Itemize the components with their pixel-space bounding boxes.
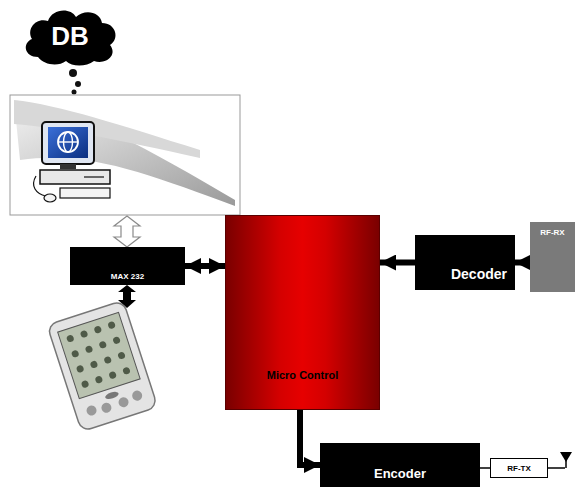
pda-button: [131, 389, 144, 402]
decoder-box: Decoder: [415, 235, 515, 290]
antenna: [548, 452, 572, 468]
antenna-head: [560, 452, 572, 462]
screen: [48, 127, 88, 158]
keyboard: [60, 188, 110, 198]
pda-icon: [122, 366, 131, 375]
thought-bubble: [72, 90, 77, 95]
antenna-wire: [548, 467, 565, 469]
monitor: [42, 122, 94, 164]
pda-icon: [76, 365, 85, 374]
swoosh: [14, 100, 235, 206]
pda-icon: [66, 334, 75, 343]
pda-icon: [81, 380, 90, 389]
controller-box: Micro Control: [225, 215, 380, 410]
node-label: Decoder: [451, 266, 507, 282]
pda-icon: [112, 336, 121, 345]
monitor-stand: [60, 164, 76, 169]
cloud-path: [26, 11, 116, 66]
pda-screen: [58, 312, 140, 398]
pda-icon: [98, 340, 107, 349]
connector: [380, 260, 415, 266]
mouse: [44, 194, 56, 202]
thought-bubble: [69, 69, 77, 77]
connector: [185, 263, 225, 269]
thought-bubble: [75, 81, 81, 87]
hollow-arrow: [114, 216, 140, 247]
pda-icon: [103, 356, 112, 365]
connector: [300, 410, 320, 465]
globe: [58, 141, 78, 142]
pda-icon: [85, 345, 94, 354]
pda-icon: [108, 371, 117, 380]
pda-icons: [66, 321, 131, 389]
pda-icon: [117, 351, 126, 360]
pda: [47, 300, 158, 431]
encoder-box: Encoder: [320, 443, 480, 487]
pda-button: [100, 401, 113, 414]
pda-icon: [107, 321, 116, 330]
connector: [480, 467, 490, 469]
mouse-cable: [34, 176, 46, 196]
pda-icon: [93, 325, 102, 334]
node-label: RF-RX: [540, 228, 564, 237]
receiver-box: RF-RX: [530, 222, 575, 292]
transmitter-box: RF-TX: [490, 458, 548, 478]
drive-slot: [84, 176, 104, 177]
computer-panel: [10, 95, 240, 215]
cloud-shape: DB: [20, 5, 120, 67]
pda-icon: [80, 330, 89, 339]
node-label: Encoder: [374, 466, 426, 481]
pda-button: [117, 396, 130, 409]
pda-body: [47, 300, 158, 431]
pda-icon: [90, 360, 99, 369]
node-label: DB: [51, 21, 89, 52]
pda-icon: [94, 375, 103, 384]
computer-icon: [34, 122, 110, 202]
node-label: MAX 232: [111, 272, 144, 281]
globe: [58, 132, 78, 152]
interface-box: MAX 232: [70, 247, 185, 285]
computer-base: [40, 170, 110, 184]
node-label: RF-TX: [507, 464, 531, 473]
pda-button: [85, 404, 98, 417]
connector: [515, 260, 530, 266]
pda-button: [104, 390, 119, 400]
pda-icon: [71, 349, 80, 358]
node-label: Micro Control: [267, 369, 339, 381]
